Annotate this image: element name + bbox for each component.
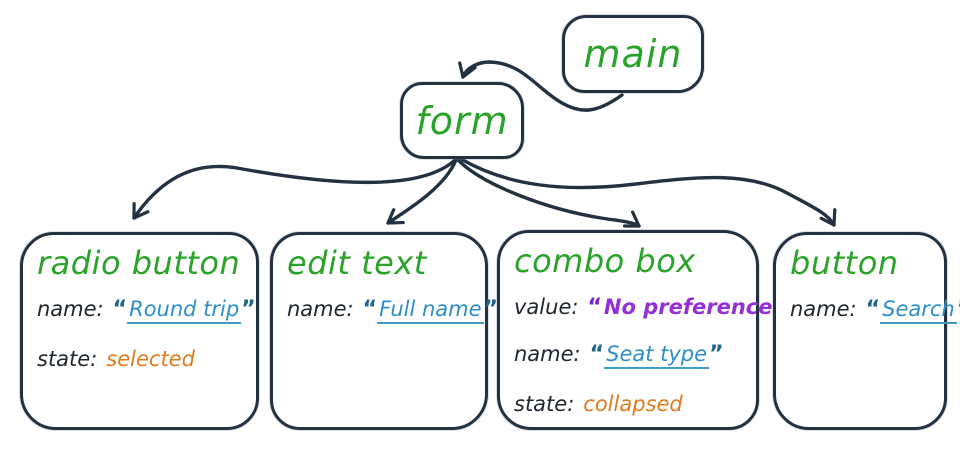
open-quote: “ — [112, 296, 128, 322]
open-quote: “ — [865, 296, 881, 322]
close-quote: ” — [957, 298, 960, 321]
node-combo-box: combo box value: “ No preference ” name:… — [497, 230, 789, 430]
prop-label: name: — [287, 296, 354, 321]
node-main: main — [562, 15, 704, 93]
node-title: main — [583, 32, 683, 76]
edge-form-to-edit-text — [386, 158, 458, 225]
node-title: button — [790, 244, 899, 282]
prop-row-state: state: selected — [37, 346, 242, 371]
close-quote: ” — [709, 341, 724, 367]
node-form: form — [400, 82, 524, 159]
prop-value: Full name — [377, 297, 484, 324]
open-quote: “ — [587, 294, 602, 320]
node-title: form — [415, 98, 509, 143]
prop-label: name: — [790, 296, 857, 321]
prop-row-state: state: collapsed — [514, 391, 742, 416]
prop-value: No preference — [603, 294, 773, 319]
prop-value: Round trip — [127, 297, 242, 324]
prop-row-name: name: “ Search ” — [790, 296, 960, 324]
prop-value: selected — [106, 346, 195, 371]
prop-value: collapsed — [583, 391, 683, 416]
open-quote: “ — [589, 341, 605, 367]
node-title: combo box — [514, 242, 696, 280]
close-quote: ” — [483, 296, 499, 322]
open-quote: “ — [362, 296, 378, 322]
edge-form-to-radio-button — [132, 158, 457, 220]
prop-label: value: — [514, 294, 579, 319]
node-title: radio button — [37, 244, 241, 282]
node-radio-button: radio button name: “ Round trip ” state:… — [20, 232, 259, 430]
prop-value: Search — [880, 297, 957, 324]
edge-form-to-combo-box — [456, 158, 641, 228]
prop-label: state: — [514, 391, 575, 416]
prop-row-name: name: “ Full name ” — [287, 296, 498, 324]
prop-label: name: — [37, 296, 104, 321]
node-title: edit text — [287, 244, 427, 282]
node-edit-text: edit text name: “ Full name ” — [270, 232, 498, 430]
prop-row-value: value: “ No preference ” — [514, 294, 789, 320]
close-quote: ” — [241, 296, 256, 322]
prop-row-name: name: “ Round trip ” — [37, 296, 256, 324]
edge-form-to-button — [459, 157, 837, 227]
prop-label: state: — [37, 346, 98, 371]
prop-row-name: name: “ Seat type ” — [514, 341, 742, 369]
prop-value: Seat type — [604, 342, 710, 369]
prop-label: name: — [514, 341, 581, 366]
node-button: button name: “ Search ” — [773, 232, 960, 430]
